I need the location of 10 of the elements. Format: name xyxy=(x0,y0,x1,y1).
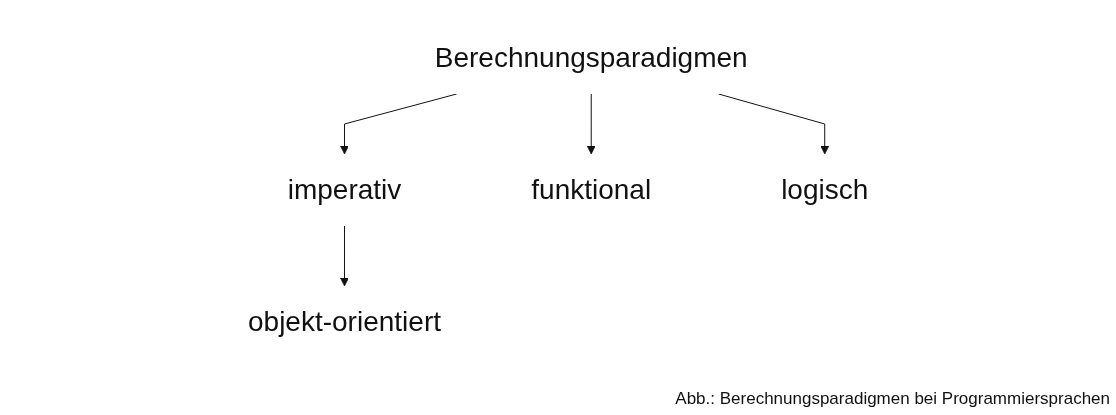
caption: Abb.: Berechnungsparadigmen bei Programmiersprachen xyxy=(675,389,1110,409)
arrow xyxy=(339,225,349,287)
node-text: logisch xyxy=(780,173,869,205)
node-text: imperativ xyxy=(287,173,402,205)
node-text: funktional xyxy=(531,173,651,205)
node-text: Berechnungsparadigmen xyxy=(434,42,748,73)
arrow xyxy=(586,93,596,155)
node-text: objekt-orientiert xyxy=(247,305,441,337)
arrow xyxy=(717,93,829,155)
arrow xyxy=(339,93,457,155)
